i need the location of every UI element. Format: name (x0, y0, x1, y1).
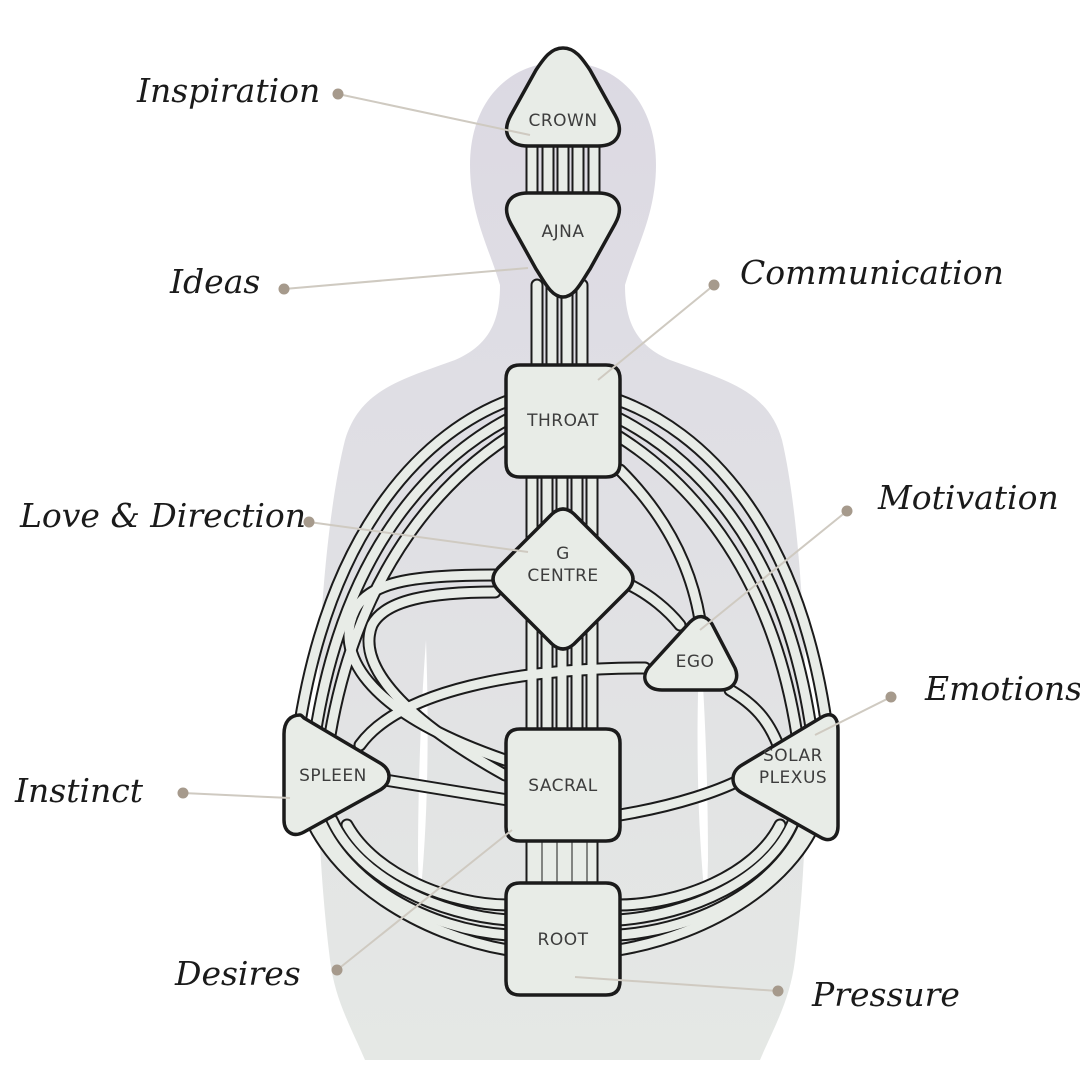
center-sacral: SACRAL (504, 727, 622, 843)
callout-desires: Desires (174, 829, 513, 993)
callout-ideas-dot (278, 283, 290, 295)
channel-fill-34 (613, 810, 813, 940)
center-root-label: ROOT (538, 930, 589, 950)
channel-fill-29 (300, 800, 513, 955)
callout-inspiration-leader (337, 93, 531, 136)
callout-pressure-text: Pressure (811, 975, 960, 1014)
callout-ideas-text: Ideas (169, 262, 260, 301)
callout-inspiration: Inspiration (136, 71, 531, 136)
channel-fill-24 (625, 580, 685, 630)
callout-emotions-text: Emotions (924, 669, 1080, 708)
callout-motivation-leader (699, 510, 848, 631)
callout-instinct-dot (177, 787, 189, 799)
center-spleen-label: SPLEEN (299, 766, 367, 786)
channel-fill-31 (327, 815, 513, 925)
callout-motivation-dot (841, 505, 853, 517)
center-sacral-shape (504, 727, 622, 843)
center-ajna-label: AJNA (542, 222, 585, 242)
channel-fill-26 (725, 685, 783, 750)
center-spleen: SPLEEN (282, 713, 391, 837)
callout-instinct-leader (182, 792, 291, 799)
channel-fill-18 (613, 395, 833, 740)
channel-fill-35 (613, 815, 799, 925)
channel-fill-22 (344, 570, 510, 765)
callout-love-direction-text: Love & Direction (19, 496, 306, 535)
center-crown: CROWN (505, 46, 621, 148)
callout-desires-leader (336, 829, 513, 971)
center-throat: THROAT (504, 363, 622, 479)
callout-desires-text: Desires (174, 954, 301, 993)
center-crown-shape (505, 46, 621, 148)
center-solar-plexus-shape (731, 713, 840, 842)
channel-fill-16 (310, 413, 515, 740)
channel-fill-21 (615, 465, 705, 625)
center-g-centre-label: CENTRE (527, 566, 598, 586)
callout-love-direction: Love & Direction (19, 496, 529, 553)
callout-ideas: Ideas (169, 262, 529, 301)
callout-love-direction-leader (308, 521, 529, 553)
center-solar-plexus-label: PLEXUS (759, 768, 827, 788)
channel-fill-32 (342, 820, 513, 910)
center-ajna: AJNA (505, 191, 621, 299)
callout-communication: Communication (597, 253, 1004, 381)
callout-pressure: Pressure (574, 975, 960, 1014)
callout-communication-dot (708, 279, 720, 291)
channel-fill-27 (380, 775, 513, 805)
channel-fill-25 (355, 663, 650, 750)
callout-motivation-text: Motivation (877, 478, 1059, 517)
channel-fill-20 (613, 431, 802, 740)
callout-inspiration-dot (332, 88, 344, 100)
center-ego: EGO (643, 614, 739, 692)
channel-fill-36 (613, 820, 785, 910)
center-throat-label: THROAT (526, 411, 599, 431)
channel-fill-30 (313, 810, 513, 940)
callout-emotions-dot (885, 691, 897, 703)
callout-communication-text: Communication (740, 253, 1004, 292)
center-spleen-shape (282, 713, 391, 837)
callout-ideas-leader (283, 267, 529, 290)
center-crown-label: CROWN (528, 111, 597, 131)
callout-desires-dot (331, 964, 343, 976)
channel-fill-17 (325, 431, 515, 740)
callout-communication-leader (597, 284, 715, 381)
center-g-centre-label: G (556, 544, 570, 564)
callout-instinct: Instinct (14, 771, 291, 810)
channel-fill-19 (613, 413, 817, 740)
callout-love-direction-dot (303, 516, 315, 528)
callout-motivation: Motivation (699, 478, 1059, 631)
callout-emotions-leader (814, 696, 892, 736)
center-ego-shape (643, 614, 739, 692)
center-root: ROOT (504, 881, 622, 997)
center-root-shape (504, 881, 622, 997)
callout-pressure-leader (574, 976, 779, 992)
callout-emotions: Emotions (814, 669, 1080, 736)
center-g-centre-shape (491, 507, 635, 651)
center-sacral-label: SACRAL (528, 776, 598, 796)
callout-inspiration-text: Inspiration (136, 71, 320, 110)
channel-fill-23 (364, 587, 510, 780)
center-throat-shape (504, 363, 622, 479)
callout-pressure-dot (772, 985, 784, 997)
channel-fill-15 (293, 395, 515, 740)
center-ego-label: EGO (676, 652, 715, 672)
callout-instinct-text: Instinct (14, 771, 144, 810)
center-ajna-shape (505, 191, 621, 299)
center-solar-plexus-label: SOLAR (763, 746, 823, 766)
